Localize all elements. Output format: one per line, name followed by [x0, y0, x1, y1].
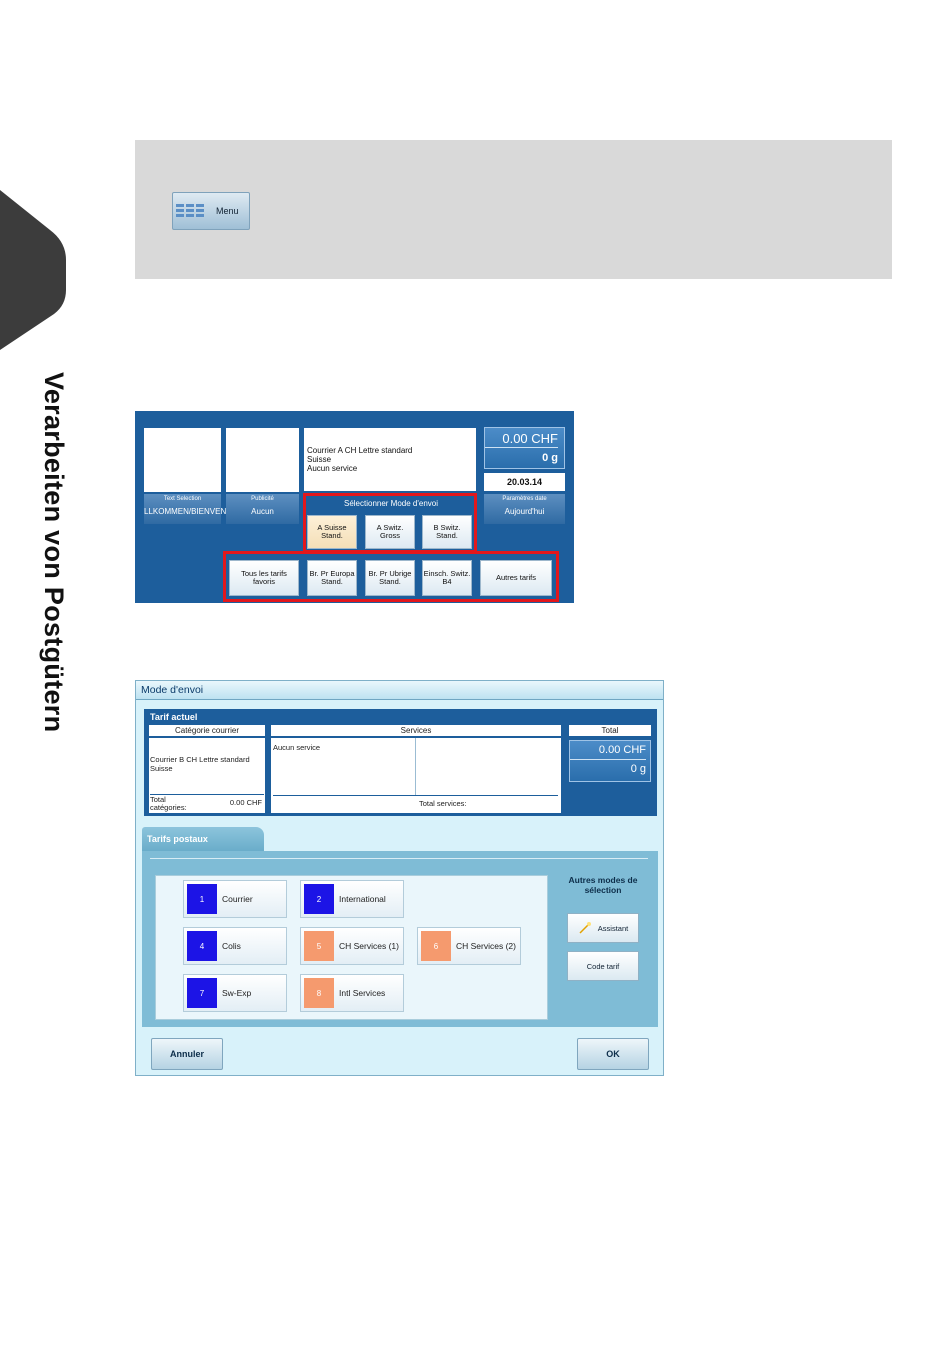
date-settings-button[interactable]: Paramètres date Aujourd'hui: [484, 494, 565, 524]
bar-value: LLKOMMEN/BIENVEN: [144, 507, 227, 516]
current-rate-title: Tarif actuel: [150, 712, 198, 722]
category-total-label: catégories:: [150, 803, 187, 812]
rate-number: 7: [187, 978, 217, 1008]
bar-title: Publicité: [251, 496, 274, 502]
total-display: 0.00 CHF 0 g: [569, 740, 651, 782]
ok-button[interactable]: OK: [577, 1038, 649, 1070]
rate-button-courrier[interactable]: 1 Courrier: [183, 880, 287, 918]
assistant-label: Assistant: [597, 923, 629, 933]
tab-postal-rates[interactable]: Tarifs postaux: [142, 827, 264, 851]
mail-info: Courrier A CH Lettre standard Suisse Auc…: [304, 428, 476, 491]
divider: [150, 858, 648, 859]
rate-button-colis[interactable]: 4 Colis: [183, 927, 287, 965]
rate-label: Sw-Exp: [222, 988, 252, 998]
rate-label: CH Services (1): [339, 941, 399, 951]
total-weight: 0 g: [630, 763, 646, 775]
menu-label: Menu: [216, 206, 239, 216]
services-box: Aucun service Total services:: [271, 738, 561, 813]
favorites-highlight: [223, 551, 559, 602]
services-total: Total services:: [419, 799, 467, 808]
mail-mode-dialog: Mode d'envoi Tarif actuel Catégorie cour…: [135, 680, 664, 1076]
other-modes-title: Autres modes de sélection: [568, 875, 638, 895]
services-value: Aucun service: [273, 743, 321, 752]
ad-preview: [226, 428, 299, 492]
services-header: Services: [271, 725, 561, 736]
info-line: Suisse: [307, 455, 332, 464]
rate-number: 4: [187, 931, 217, 961]
rate-label: CH Services (2): [456, 941, 516, 951]
rate-button-ch-services-2[interactable]: 6 CH Services (2): [417, 927, 521, 965]
rate-number: 1: [187, 884, 217, 914]
category-total-value: 0.00 CHF: [229, 798, 262, 807]
current-rate-panel: Tarif actuel Catégorie courrier Courrier…: [144, 709, 657, 816]
mode-title: Sélectionner Mode d'envoi: [343, 499, 439, 508]
rate-label: Courrier: [222, 894, 253, 904]
rate-button-sw-exp[interactable]: 7 Sw-Exp: [183, 974, 287, 1012]
assistant-button[interactable]: Assistant: [567, 913, 639, 943]
dialog-title: Mode d'envoi: [136, 681, 663, 700]
favorite-button[interactable]: Br. Pr Ubrige Stand.: [365, 560, 415, 596]
wand-icon: [579, 922, 591, 934]
category-line: Suisse: [150, 764, 173, 773]
text-selection-button[interactable]: Text Selection LLKOMMEN/BIENVEN: [144, 494, 227, 524]
category-line: Courrier B CH Lettre standard: [150, 755, 250, 764]
mode-button[interactable]: A Suisse Stand.: [307, 515, 357, 549]
info-line: Courrier A CH Lettre standard: [307, 446, 413, 455]
rate-number: 6: [421, 931, 451, 961]
favorite-rates-button[interactable]: Tous les tarifs favoris: [229, 560, 299, 596]
chapter-tab: [0, 190, 66, 350]
date-display: 20.03.14: [484, 473, 565, 491]
rate-button-international[interactable]: 2 International: [300, 880, 404, 918]
cancel-button[interactable]: Annuler: [151, 1038, 223, 1070]
favorite-button[interactable]: Einsch. Switz. B4: [422, 560, 472, 596]
bar-value: Aucun: [251, 507, 274, 516]
bar-value: Aujourd'hui: [504, 507, 545, 516]
total-amount: 0.00 CHF: [570, 744, 646, 760]
advertising-button[interactable]: Publicité Aucun: [226, 494, 299, 524]
weight-value: 0 g: [542, 452, 558, 464]
category-box: Courrier B CH Lettre standard Suisse Tot…: [149, 738, 265, 813]
rate-button-ch-services-1[interactable]: 5 CH Services (1): [300, 927, 404, 965]
mode-button[interactable]: B Switz. Stand.: [422, 515, 472, 549]
rate-code-button[interactable]: Code tarif: [567, 951, 639, 981]
bar-title: Paramètres date: [502, 496, 547, 502]
mode-highlight: [303, 493, 477, 553]
amount-value: 0.00 CHF: [485, 431, 558, 448]
home-screen: Courrier A CH Lettre standard Suisse Auc…: [135, 411, 574, 603]
total-header: Total: [569, 725, 651, 736]
other-rates-button[interactable]: Autres tarifs: [480, 560, 552, 596]
rate-label: International: [339, 894, 386, 904]
chapter-title: Verarbeiten von Postgütern: [39, 372, 69, 733]
bar-title: Text Selection: [163, 496, 202, 502]
amount-display: 0.00 CHF 0 g: [484, 427, 565, 469]
rate-number: 8: [304, 978, 334, 1008]
rate-number: 2: [304, 884, 334, 914]
grid-icon: [176, 204, 204, 217]
rate-label: Colis: [222, 941, 241, 951]
rate-label: Intl Services: [339, 988, 386, 998]
rate-number: 5: [304, 931, 334, 961]
rate-button-intl-services[interactable]: 8 Intl Services: [300, 974, 404, 1012]
menu-button[interactable]: Menu: [172, 192, 250, 230]
text-preview: [144, 428, 221, 492]
category-total-label: Total: [150, 795, 166, 804]
favorite-button[interactable]: Br. Pr Europa Stand.: [307, 560, 357, 596]
category-header: Catégorie courrier: [149, 725, 265, 736]
menu-panel: [135, 140, 892, 279]
mode-button[interactable]: A Switz. Gross: [365, 515, 415, 549]
info-line: Aucun service: [307, 464, 358, 473]
